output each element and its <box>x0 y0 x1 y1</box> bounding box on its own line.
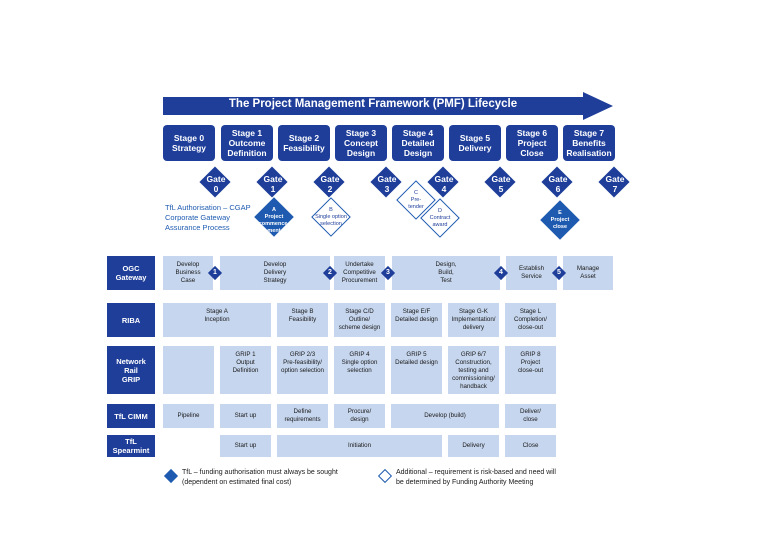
legend-open-diamond-icon <box>377 468 393 484</box>
cimm-cell: Start up <box>220 404 271 428</box>
ogc-cell: Establish Service <box>506 256 557 290</box>
riba-cell: Stage L Completion/ close-out <box>505 303 556 337</box>
gate-2: Gate 2 <box>313 166 345 198</box>
assurance-a-diamond: A Project commence- ment <box>254 197 294 237</box>
grip-cell: GRIP 4 Single option selection <box>334 346 385 394</box>
gate-7: Gate 7 <box>598 166 630 198</box>
ogc-gate-3-marker: 3 <box>380 265 396 281</box>
ogc-cell: Manage Asset <box>563 256 613 290</box>
assurance-b-diamond: B Single option selection <box>311 197 351 237</box>
cimm-cell: Deliver/ close <box>505 404 556 428</box>
stage-5: Stage 5 Delivery <box>449 125 501 161</box>
stage-0: Stage 0 Strategy <box>163 125 215 161</box>
gate-0: Gate 0 <box>199 166 231 198</box>
assurance-c-diamond: C Pre- tender <box>396 180 436 220</box>
assurance-d-diamond: D Contract award <box>420 198 460 238</box>
ogc-cell: Develop Business Case <box>163 256 213 290</box>
cimm-cell: Define requirements <box>277 404 328 428</box>
row-head-tfl-cimm: TfL CIMM <box>107 404 155 428</box>
grip-cell: GRIP 5 Detailed design <box>391 346 442 394</box>
grip-cell: GRIP 1 Output Definition <box>220 346 271 394</box>
gate-3: Gate 3 <box>370 166 402 198</box>
cimm-cell: Procure/ design <box>334 404 385 428</box>
stage-6: Stage 6 Project Close <box>506 125 558 161</box>
stage-1: Stage 1 Outcome Definition <box>221 125 273 161</box>
riba-cell: Stage A Inception <box>163 303 271 337</box>
tfl-authorisation-note: TfL Authorisation – CGAP Corporate Gatew… <box>165 203 251 232</box>
grip-cell: GRIP 6/7 Construction, testing and commi… <box>448 346 499 394</box>
ogc-gate-4-marker: 4 <box>493 265 509 281</box>
ogc-gate-2-marker: 2 <box>322 265 338 281</box>
grip-empty-cell <box>163 346 214 394</box>
gate-1: Gate 1 <box>256 166 288 198</box>
legend-open-text: Additional – requirement is risk-based a… <box>396 469 556 486</box>
row-head-riba: RIBA <box>107 303 155 337</box>
ogc-cell: Develop Delivery Strategy <box>220 256 330 290</box>
stage-7: Stage 7 Benefits Realisation <box>563 125 615 161</box>
gate-6: Gate 6 <box>541 166 573 198</box>
gate-4: Gate 4 <box>427 166 459 198</box>
row-head-tfl-spearmint: TfL Spearmint <box>107 435 155 457</box>
ogc-gate-5-marker: 5 <box>551 265 567 281</box>
spearmint-cell: Start up <box>220 435 271 457</box>
spearmint-cell: Initiation <box>277 435 442 457</box>
gate-5: Gate 5 <box>484 166 516 198</box>
spearmint-cell: Delivery <box>448 435 499 457</box>
spearmint-cell: Close <box>505 435 556 457</box>
grip-cell: GRIP 8 Project close-out <box>505 346 556 394</box>
assurance-e-diamond: E Project close <box>540 200 580 240</box>
diagram-title: The Project Management Framework (PMF) L… <box>228 98 518 110</box>
stage-2: Stage 2 Feasibility <box>278 125 330 161</box>
row-head-network-rail: Network Rail GRIP <box>107 346 155 394</box>
cimm-cell: Pipeline <box>163 404 214 428</box>
riba-cell: Stage C/D Outline/ scheme design <box>334 303 385 337</box>
ogc-cell: Undertake Competitive Procurement <box>334 256 385 290</box>
row-head-ogc: OGC Gateway <box>107 256 155 290</box>
riba-cell: Stage B Feasibility <box>277 303 328 337</box>
stage-4: Stage 4 Detailed Design <box>392 125 444 161</box>
legend-filled-text: TfL – funding authorisation must always … <box>182 469 338 486</box>
riba-cell: Stage G-K Implementation/ delivery <box>448 303 499 337</box>
ogc-gate-1-marker: 1 <box>207 265 223 281</box>
lifecycle-arrow: The Project Management Framework (PMF) L… <box>163 92 613 120</box>
ogc-cell: Design, Build, Test <box>392 256 500 290</box>
cimm-cell: Develop (build) <box>391 404 499 428</box>
grip-cell: GRIP 2/3 Pre-feasibility/ option selecti… <box>277 346 328 394</box>
stage-3: Stage 3 Concept Design <box>335 125 387 161</box>
legend-filled-diamond-icon <box>163 468 179 484</box>
riba-cell: Stage E/F Detailed design <box>391 303 442 337</box>
